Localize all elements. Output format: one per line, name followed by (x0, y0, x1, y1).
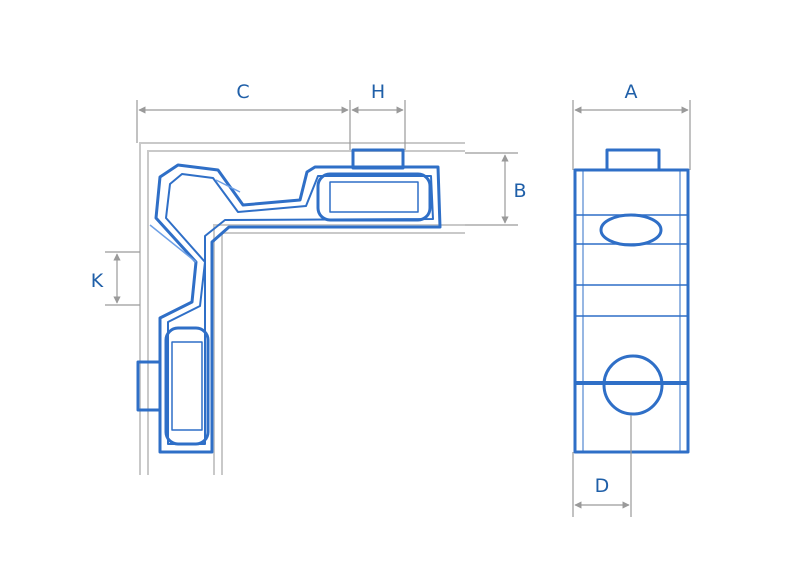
dimension-label-d: D (595, 475, 610, 497)
dimension-lines (105, 100, 691, 517)
front-view (573, 148, 690, 454)
duct-accents (149, 179, 241, 263)
dimension-label-h: H (371, 81, 385, 103)
dimension-label-a: A (625, 81, 638, 103)
dimension-label-b: B (513, 180, 526, 202)
dimension-label-c: C (236, 81, 249, 103)
dimension-label-k: K (91, 270, 104, 292)
duct-elbow (136, 148, 442, 454)
